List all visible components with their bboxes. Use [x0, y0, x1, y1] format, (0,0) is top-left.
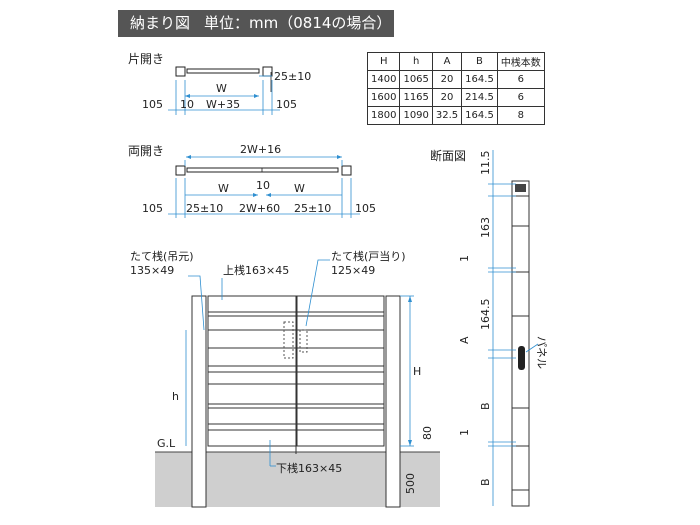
- double-dim-top: 2W+16: [240, 143, 281, 156]
- spec-table: H h A B 中桟本数 1400 1065 20 164.5 6 1600 1…: [366, 52, 545, 125]
- double-post-right: [341, 165, 352, 176]
- dim-H: H: [413, 365, 421, 378]
- table-row: 1800 1090 32.5 164.5 8: [366, 106, 545, 125]
- double-dim-w-left: W: [218, 182, 229, 195]
- section-view: 断面図 11.5 163 1 164.5 A: [430, 148, 548, 507]
- section-dim-3: 164.5: [479, 299, 492, 331]
- dim-80: 80: [421, 426, 434, 440]
- single-post-left: [175, 66, 186, 77]
- table-cell: 1090: [399, 106, 433, 125]
- section-dim-6: 1: [458, 429, 471, 436]
- top-rail-label: 上桟163×45: [223, 263, 289, 277]
- bottom-rail-label: 下桟163×45: [276, 461, 342, 475]
- section-dim-0: 11.5: [479, 151, 492, 176]
- section-dim-5: B: [479, 402, 492, 410]
- single-label: 片開き: [128, 52, 164, 66]
- elevation-view: G.L: [130, 249, 440, 508]
- double-door-leaves: [186, 167, 339, 173]
- post-hinge-label: たて桟(吊元): [130, 249, 194, 263]
- double-dim-left: 105: [142, 202, 163, 215]
- section-panel-label: パネル: [535, 336, 548, 369]
- double-dim-gap-left: 25±10: [186, 202, 223, 215]
- single-dim-gap: 25±10: [274, 70, 311, 83]
- single-plan: 片開き W 25±10 105 10 W+35 105: [128, 52, 311, 115]
- section-label: 断面図: [430, 148, 466, 163]
- section-panel-joint: [518, 346, 525, 370]
- dim-h: h: [172, 390, 179, 403]
- single-dim-left: 105: [142, 98, 163, 111]
- double-dim-mid: 10: [256, 179, 270, 192]
- single-door-leaf: [186, 68, 260, 74]
- left-door-leaf: [207, 295, 297, 447]
- diagram-header: 納まり図単位：mm（0814の場合）: [118, 10, 394, 37]
- double-dim-w-right: W: [294, 182, 305, 195]
- right-door-leaf: [296, 295, 385, 447]
- double-post-left: [175, 165, 186, 176]
- single-dim-w: W: [216, 82, 227, 95]
- table-cell: 32.5: [431, 106, 463, 125]
- post-stop-label: たて桟(戸当り): [331, 249, 406, 263]
- section-cap: [515, 184, 526, 192]
- section-dim-2: 1: [458, 255, 471, 262]
- single-dim-w35: W+35: [206, 98, 240, 111]
- table-cell: 1800: [366, 106, 401, 125]
- table-cell: 8: [496, 106, 545, 125]
- double-dim-w60: 2W+60: [239, 202, 280, 215]
- double-plan: 両開き 2W+16 W 10 W 105 25±10 2W+60 25±10 1…: [128, 143, 376, 218]
- section-dim-7: B: [479, 478, 492, 486]
- header-unit: 単位：mm（0814の場合）: [204, 14, 392, 32]
- section-dim-1: 163: [479, 217, 492, 238]
- post-left: [191, 295, 207, 508]
- double-label: 両開き: [128, 144, 164, 158]
- single-dim-right: 105: [276, 98, 297, 111]
- table-cell: 20: [431, 88, 463, 107]
- post-right: [385, 295, 401, 508]
- post-stop-size: 125×49: [331, 264, 375, 277]
- handle-latch-right: [299, 329, 308, 353]
- post-hinge-size: 135×49: [130, 264, 174, 277]
- handle-latch-left: [283, 321, 294, 359]
- section-column: [511, 180, 530, 507]
- header-title: 納まり図: [130, 14, 191, 32]
- section-dim-4: A: [458, 336, 471, 344]
- double-dim-right: 105: [355, 202, 376, 215]
- single-dim-ten: 10: [180, 98, 194, 111]
- dim-500: 500: [404, 473, 417, 494]
- double-dim-gap-right: 25±10: [294, 202, 331, 215]
- gl-label: G.L: [157, 437, 176, 450]
